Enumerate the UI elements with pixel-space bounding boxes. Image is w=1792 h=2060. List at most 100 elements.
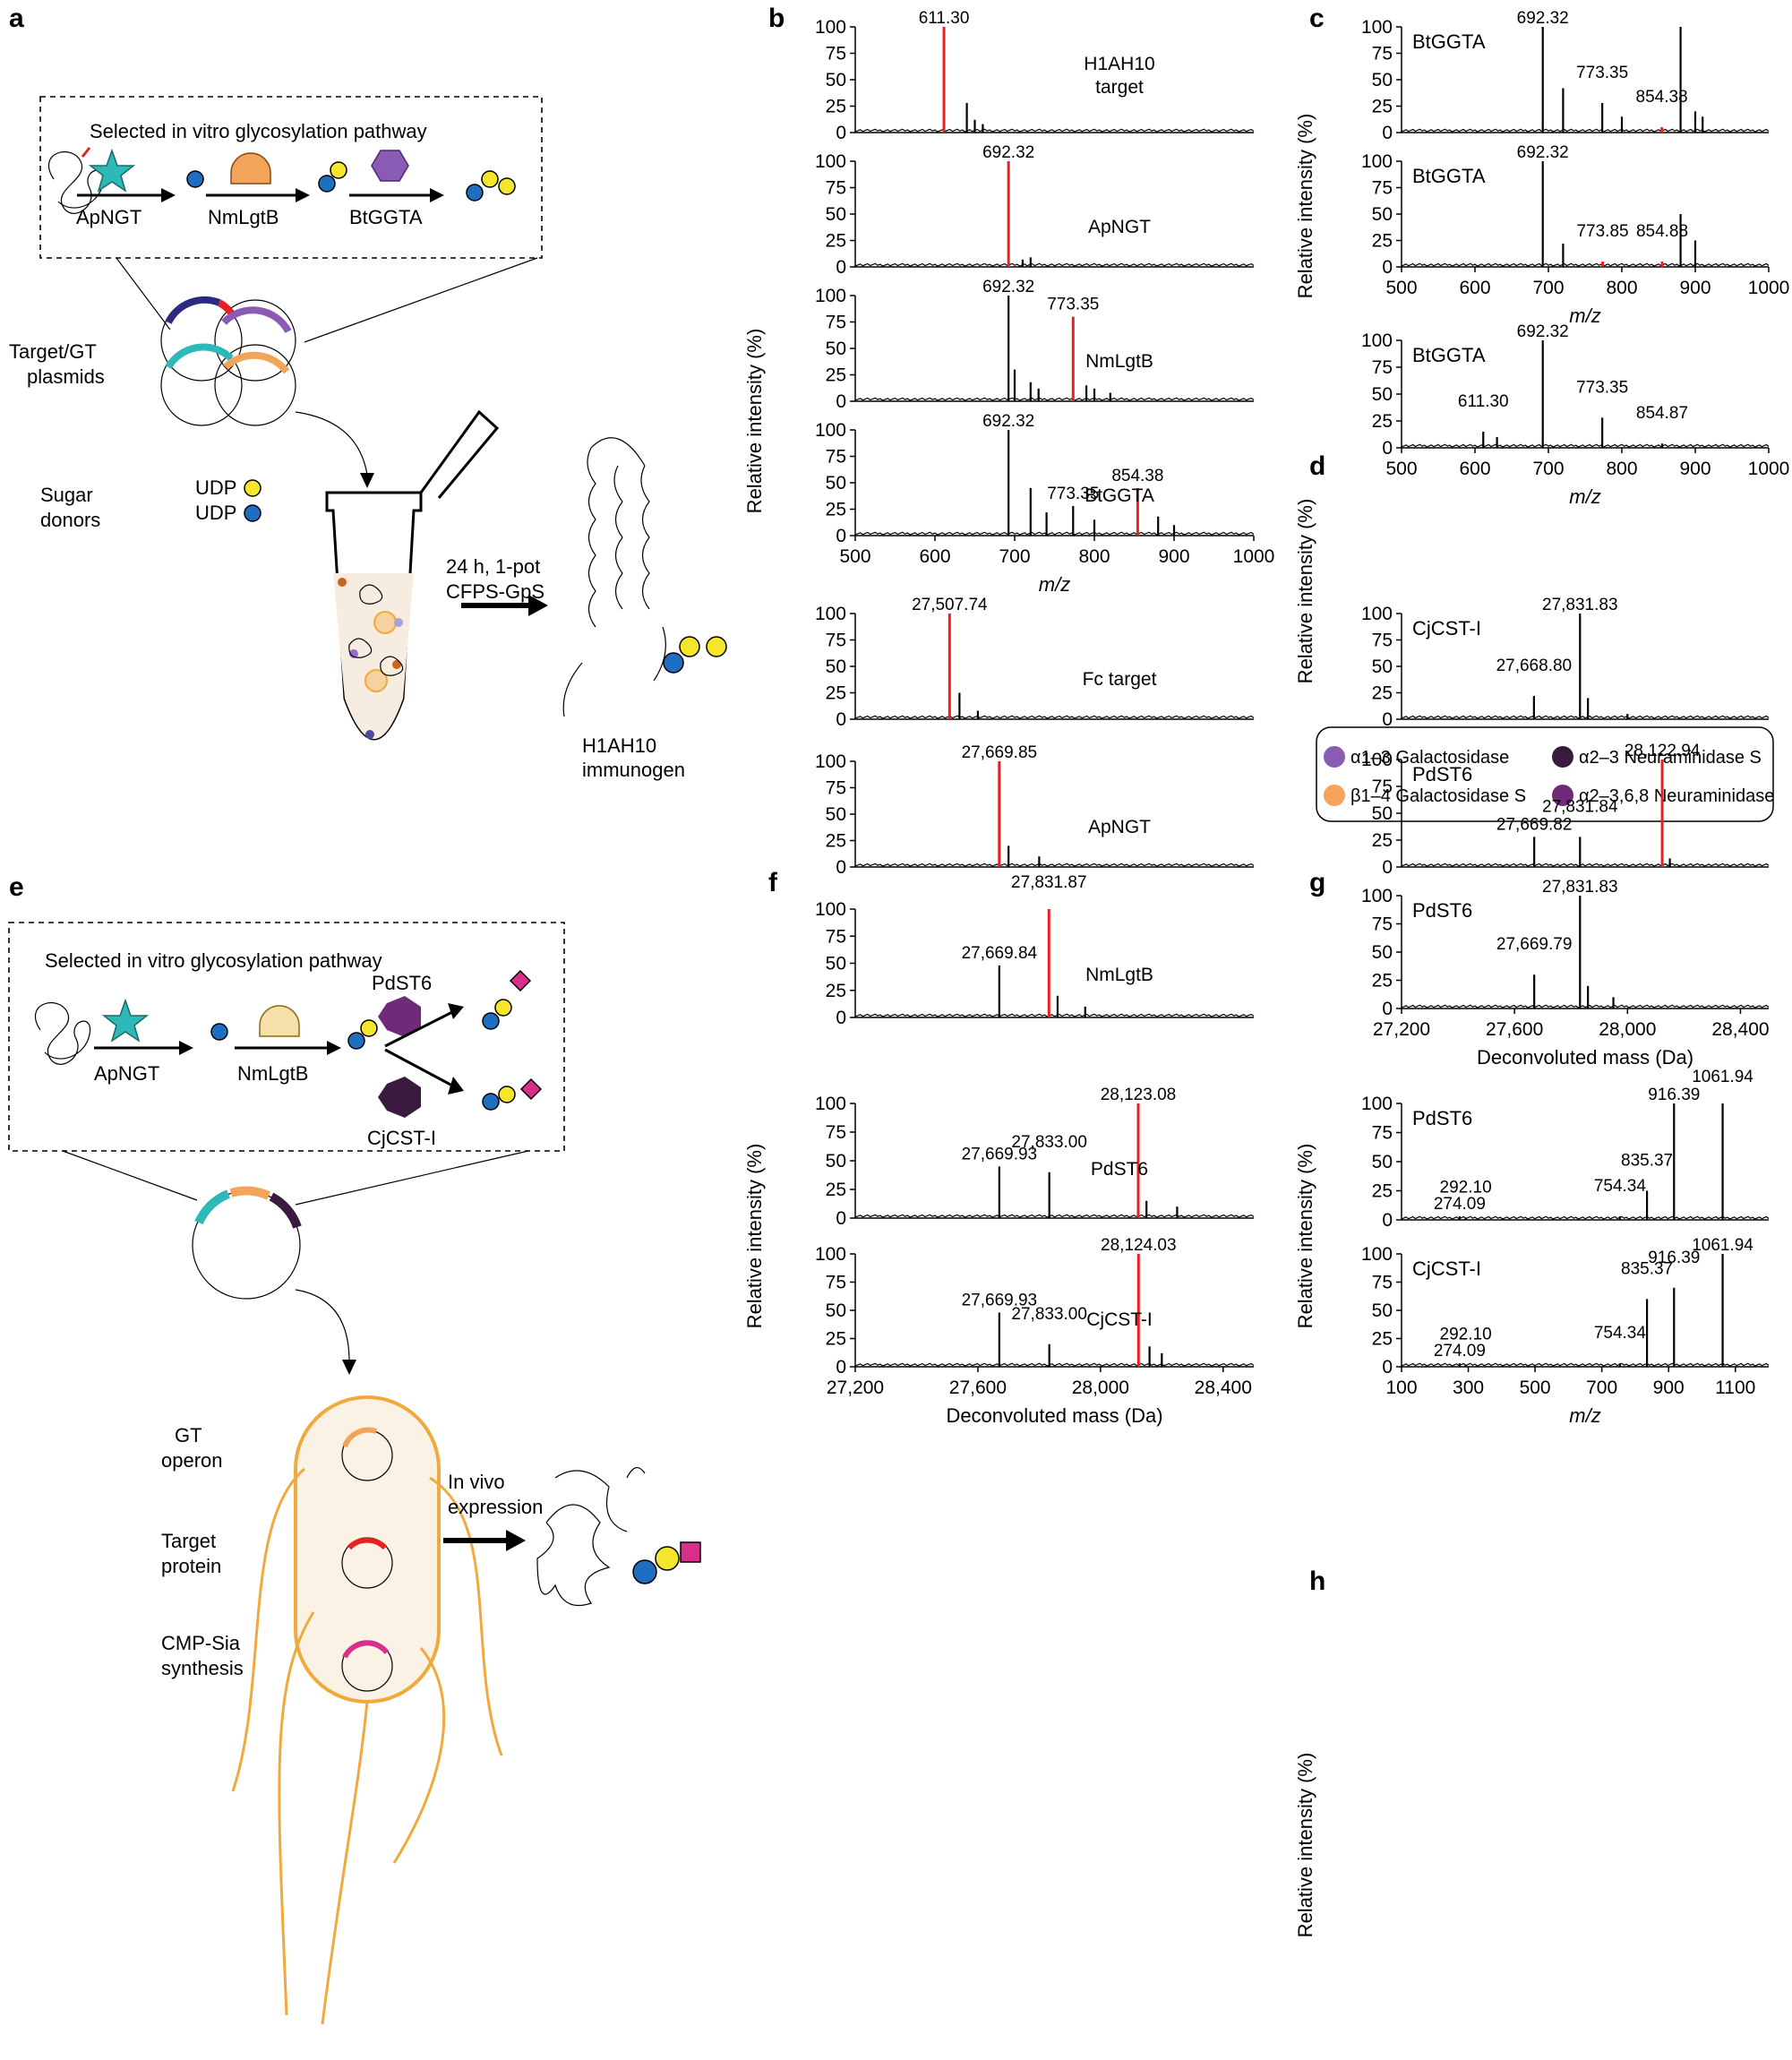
panel-letter-a: a	[9, 4, 24, 33]
baseline	[1401, 715, 1770, 719]
peak-label: 27,669.85	[962, 743, 1038, 762]
y-tick-label: 50	[1372, 204, 1393, 225]
baseline	[854, 531, 1255, 536]
y-tick-label: 25	[1372, 971, 1393, 991]
pathway-box-e	[8, 922, 565, 1152]
baseline	[1401, 1004, 1770, 1009]
peak-label: 274.09	[1434, 1195, 1486, 1214]
y-tick-label: 25	[826, 1329, 846, 1350]
y-tick-label: 25	[826, 831, 846, 852]
plasmid-cluster-a	[160, 296, 296, 426]
x-tick-label: 600	[919, 546, 950, 567]
panel-letter-d: d	[1309, 451, 1325, 481]
y-tick-label: 75	[826, 1273, 846, 1293]
ylabel-h: Relative intensity (%)	[1294, 1753, 1316, 1938]
baseline	[1401, 1362, 1770, 1367]
plasmids-label-1: Target/GT	[9, 340, 97, 363]
x-tick-label: 27,200	[1373, 1019, 1430, 1040]
peak-label: 692.32	[982, 143, 1034, 162]
peak-label: 1061.94	[1692, 1236, 1753, 1255]
y-tick-label: 100	[815, 17, 846, 38]
x-tick-label: 600	[1459, 278, 1490, 298]
reaction-tube	[325, 409, 500, 741]
pathway-title-a: Selected in vitro glycosylation pathway	[90, 120, 427, 142]
peak-label: 773.35	[1047, 485, 1099, 503]
donors-label-1: Sugar	[40, 484, 93, 506]
y-tick-label: 100	[815, 899, 846, 920]
x-tick-label: 900	[1158, 546, 1189, 567]
peak-label: 754.34	[1594, 1177, 1647, 1196]
baseline	[854, 128, 1255, 133]
x-axis-title: m/z	[1569, 1404, 1600, 1427]
x-tick-label: 28,000	[1072, 1378, 1129, 1398]
y-tick-label: 25	[1372, 1329, 1393, 1350]
y-tick-label: 50	[1372, 942, 1393, 963]
y-tick-label: 0	[836, 123, 846, 143]
panel-letter-h: h	[1309, 1566, 1325, 1596]
x-axis-title: Deconvoluted mass (Da)	[1477, 1046, 1693, 1069]
y-tick-label: 75	[826, 178, 846, 199]
y-tick-label: 75	[1372, 777, 1393, 797]
star-enzyme-icon	[88, 148, 136, 193]
enzyme-label-apngt: ApNGT	[76, 206, 141, 228]
peak-label: 27,831.83	[1542, 596, 1618, 614]
pathway-title-e: Selected in vitro glycosylation pathway	[45, 949, 382, 972]
y-tick-label: 100	[1361, 750, 1393, 770]
peak-label: 27,507.74	[912, 596, 988, 614]
y-tick-label: 25	[826, 231, 846, 252]
y-tick-label: 50	[826, 804, 846, 825]
peak-label: 1061.94	[1692, 1068, 1753, 1086]
enzyme-label-nmlgtb: NmLgtB	[208, 206, 279, 228]
y-tick-label: 75	[1372, 631, 1393, 651]
y-tick-label: 0	[1382, 123, 1393, 143]
product-label-2: immunogen	[582, 759, 685, 781]
y-tick-label: 100	[815, 751, 846, 772]
ylabel-f: Relative intensity (%)	[743, 1144, 766, 1329]
baseline	[1401, 443, 1770, 448]
y-tick-label: 100	[815, 604, 846, 624]
peak-label: 27,669.84	[962, 944, 1038, 963]
x-axis-title: m/z	[1039, 573, 1070, 596]
inset-label: ApNGT	[1088, 817, 1151, 837]
peak-label: 854.38	[1111, 467, 1163, 485]
peak-label: 274.09	[1434, 1342, 1486, 1360]
y-tick-label: 0	[836, 709, 846, 730]
x-tick-label: 27,600	[949, 1378, 1007, 1398]
y-tick-label: 0	[836, 526, 846, 546]
series-label: BtGGTA	[1412, 165, 1486, 187]
enzyme-e-nmlgtb: NmLgtB	[237, 1062, 308, 1085]
peak-label: 692.32	[982, 278, 1034, 296]
inset-label: NmLgtB	[1085, 965, 1153, 985]
x-tick-label: 500	[1520, 1378, 1551, 1398]
peak-label: 27,831.87	[1011, 873, 1087, 892]
ylabel-d: Relative intensity (%)	[1294, 499, 1316, 684]
y-tick-label: 25	[826, 981, 846, 1001]
peak-label: 773.35	[1576, 378, 1628, 397]
x-tick-label: 500	[839, 546, 870, 567]
y-tick-label: 50	[826, 954, 846, 974]
y-tick-label: 25	[826, 1180, 846, 1200]
baseline	[1401, 262, 1770, 267]
x-axis-title: m/z	[1569, 485, 1600, 508]
peak-label: 28,122.94	[1625, 742, 1701, 760]
inset-label: H1AH10	[1084, 54, 1154, 74]
ggta-icon	[371, 150, 409, 182]
inset-label: CjCST-I	[1086, 1309, 1153, 1330]
enzyme-label-btggta: BtGGTA	[349, 206, 423, 228]
baseline	[854, 1013, 1255, 1017]
peak-label: 611.30	[1458, 392, 1509, 411]
y-tick-label: 50	[826, 1151, 846, 1172]
panel-letter-g: g	[1309, 868, 1325, 897]
peak-label: 754.34	[1594, 1324, 1647, 1343]
x-tick-label: 900	[1679, 459, 1711, 479]
peak-label: 916.39	[1648, 1249, 1700, 1267]
y-tick-label: 25	[1372, 411, 1393, 432]
peak-label: 292.10	[1440, 1178, 1492, 1197]
baseline	[854, 715, 1255, 719]
legend-item-2: β1–4 Galactosidase S	[1350, 786, 1526, 806]
x-tick-label: 1000	[1748, 278, 1790, 298]
